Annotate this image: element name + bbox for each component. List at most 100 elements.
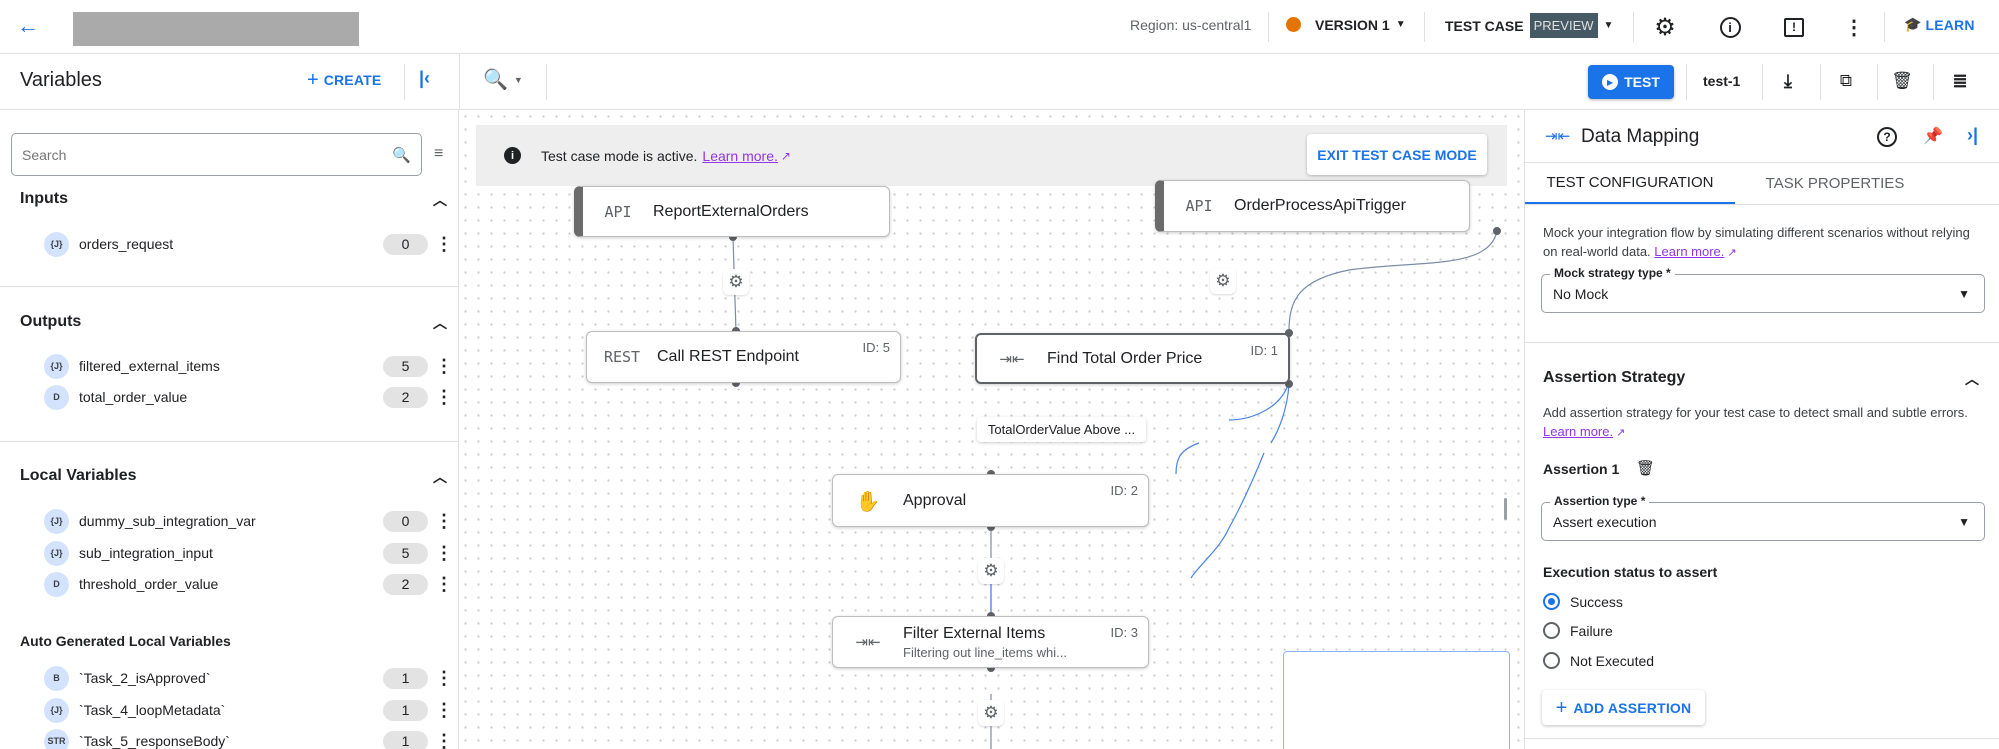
chevron-up-icon[interactable]: ︿ [433, 192, 447, 208]
external-link-icon: ↗ [1613, 427, 1626, 439]
data-mapping-icon: ⇥⇤ [855, 633, 881, 651]
more-vert-icon[interactable]: ⋮ [435, 510, 453, 531]
type-badge: {J} [44, 508, 69, 534]
panel-resize-handle[interactable] [1504, 498, 1507, 520]
radio-success[interactable]: Success [1543, 593, 1623, 610]
node-id: ID: 3 [1110, 625, 1138, 640]
chevron-up-icon[interactable]: ︿ [433, 469, 447, 485]
delete-icon[interactable]: 🗑 [1891, 71, 1913, 90]
edge-gear-icon[interactable]: ⚙ [1210, 268, 1236, 294]
edge-gear-icon[interactable]: ⚙ [978, 558, 1004, 584]
info-icon[interactable]: i [1715, 12, 1745, 42]
search-input[interactable]: 🔍 [11, 133, 422, 176]
more-vert-icon[interactable]: ⋮ [435, 355, 453, 376]
radio-unchecked-icon [1543, 652, 1560, 669]
menu-lines-icon[interactable]: ≣ [1952, 70, 1968, 91]
more-vert-icon[interactable]: ⋮ [435, 573, 453, 594]
zoom-dropdown[interactable]: 🔍▼ [483, 67, 523, 92]
minimap[interactable] [1283, 651, 1510, 749]
redacted-title [73, 12, 359, 46]
chevron-up-icon[interactable]: ︿ [433, 315, 447, 331]
type-badge: D [44, 571, 69, 597]
node-title: Call REST Endpoint [657, 348, 799, 365]
radio-failure[interactable]: Failure [1543, 622, 1613, 639]
usage-count: 2 [383, 573, 428, 595]
panel-title: Data Mapping [1581, 126, 1700, 147]
filter-sort-icon[interactable]: ≡ [434, 145, 444, 162]
variable-item[interactable]: STR`Task_5_responseBody`1⋮ [44, 728, 454, 749]
test-button[interactable]: ▶TEST [1588, 65, 1674, 99]
tab-test-configuration[interactable]: TEST CONFIGURATION [1525, 162, 1735, 205]
type-badge: {J} [44, 231, 69, 257]
integration-canvas[interactable]: i Test case mode is active. Learn more. … [459, 110, 1524, 749]
test-case-dropdown[interactable]: TEST CASE PREVIEW ▼ [1445, 13, 1613, 38]
delete-icon[interactable]: 🗑 [1636, 460, 1656, 477]
edge-gear-icon[interactable]: ⚙ [723, 269, 749, 295]
back-arrow-icon[interactable]: ← [17, 13, 39, 38]
create-variable-button[interactable]: +CREATE [307, 70, 381, 90]
learn-more-link[interactable]: Learn more. [1654, 244, 1725, 259]
type-badge: D [44, 384, 69, 410]
field-label: Mock strategy type * [1550, 266, 1675, 280]
chevron-up-icon[interactable]: ︿ [1965, 371, 1979, 387]
more-vert-icon[interactable]: ⋮ [435, 699, 453, 720]
collapse-left-icon[interactable]: |‹ [419, 68, 431, 88]
edge [1288, 230, 1498, 332]
variable-item[interactable]: B`Task_2_isApproved`1⋮ [44, 665, 454, 691]
variable-item[interactable]: {J}`Task_4_loopMetadata`1⋮ [44, 697, 454, 723]
more-vert-icon[interactable]: ⋮ [435, 667, 453, 688]
learn-button[interactable]: 🎓LEARN [1904, 16, 1975, 33]
radio-not-executed[interactable]: Not Executed [1543, 652, 1654, 669]
banner-text: Test case mode is active. [541, 147, 698, 164]
settings-gear-icon[interactable]: ⚙ [1654, 13, 1676, 41]
search-field[interactable] [22, 146, 393, 163]
assertion-type-select[interactable]: Assertion type *Assert execution▼ [1541, 494, 1985, 541]
type-badge: {J} [44, 353, 69, 379]
caret-down-icon: ▼ [513, 74, 523, 85]
feedback-icon[interactable]: ! [1779, 12, 1809, 42]
test-case-name[interactable]: test-1 [1703, 73, 1741, 89]
learn-more-link[interactable]: Learn more. [702, 147, 778, 164]
add-assertion-button[interactable]: +ADD ASSERTION [1542, 690, 1705, 725]
edge-condition-label[interactable]: TotalOrderValue Above ... [977, 417, 1146, 442]
mock-strategy-select[interactable]: Mock strategy type *No Mock▼ [1541, 266, 1985, 313]
variable-name: total_order_value [79, 389, 188, 405]
pin-icon[interactable]: 📌 [1923, 128, 1943, 145]
more-vert-icon[interactable]: ⋮ [435, 542, 453, 563]
collapse-right-icon[interactable]: ›| [1967, 125, 1979, 145]
more-vert-icon[interactable]: ⋮ [435, 233, 453, 254]
type-badge: {J} [44, 697, 69, 723]
caret-down-icon: ▼ [1958, 286, 1970, 301]
type-badge: STR [44, 728, 69, 749]
download-icon[interactable]: ⤓ [1784, 70, 1792, 91]
learn-more-link[interactable]: Learn more. [1543, 424, 1614, 439]
node-title: Find Total Order Price [1047, 349, 1203, 367]
more-vert-icon[interactable]: ⋮ [435, 730, 453, 749]
version-status-dot [1286, 17, 1301, 32]
copy-icon[interactable]: ⧉ [1839, 71, 1853, 90]
edge-gear-icon[interactable]: ⚙ [978, 700, 1004, 726]
help-icon[interactable]: ? [1877, 127, 1897, 147]
field-label: Assertion type * [1550, 494, 1650, 508]
more-vert-icon[interactable]: ⋮ [1844, 16, 1864, 39]
tab-task-properties[interactable]: TASK PROPERTIES [1765, 175, 1905, 192]
radio-label: Success [1570, 593, 1623, 610]
exit-test-case-mode-button[interactable]: EXIT TEST CASE MODE [1307, 134, 1487, 175]
local-variables-heading: Local Variables [20, 467, 137, 484]
selected-value: Assert execution [1553, 513, 1657, 530]
more-vert-icon[interactable]: ⋮ [435, 386, 453, 407]
version-dropdown[interactable]: VERSION 1▼ [1315, 17, 1406, 33]
api-icon: API [1185, 197, 1213, 215]
